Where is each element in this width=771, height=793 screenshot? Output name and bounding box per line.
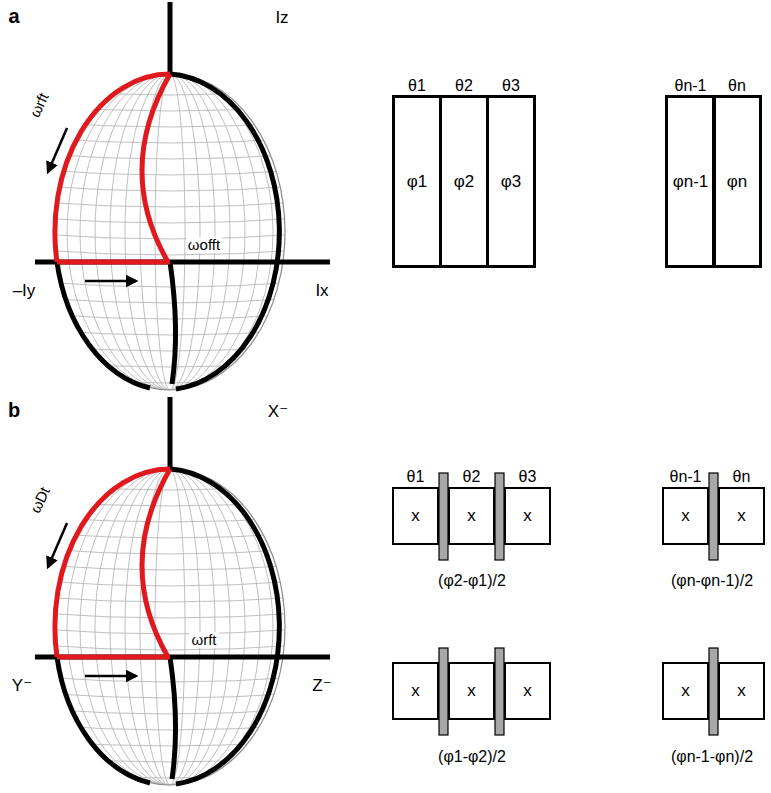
pulse-box: θn-1x bbox=[662, 487, 709, 545]
rotation-label: ωrft bbox=[26, 88, 53, 121]
rotation-label: ωrft bbox=[189, 632, 218, 649]
pulse-phase: φn-1 bbox=[673, 172, 709, 192]
rotation-label: ωofft bbox=[186, 237, 222, 254]
pulse-phase: x bbox=[523, 681, 532, 701]
bloch-sphere bbox=[35, 397, 330, 785]
panel-letter: b bbox=[6, 399, 22, 421]
pulse-box: θ3x bbox=[504, 487, 551, 545]
phase-bar bbox=[439, 473, 448, 560]
pulse-box: x bbox=[448, 662, 495, 720]
pulse-phase: x bbox=[681, 681, 690, 701]
axis-label: X⁻ bbox=[266, 403, 290, 422]
axis-label: Iz bbox=[273, 9, 290, 28]
flip-angle-label: θ1 bbox=[407, 468, 425, 486]
pulse-box: θnx bbox=[718, 487, 765, 545]
pulse-box: θ1x bbox=[392, 487, 439, 545]
flip-angle-label: θn bbox=[728, 77, 746, 95]
phase-label: (φ1-φ2)/2 bbox=[436, 748, 508, 766]
bloch-sphere bbox=[35, 2, 330, 390]
axis-label: Z⁻ bbox=[310, 677, 333, 696]
pulse-phase: x bbox=[467, 506, 476, 526]
phase-label: (φn-φn-1)/2 bbox=[669, 572, 755, 590]
phase-bar bbox=[709, 648, 718, 735]
pulse-box: x bbox=[718, 662, 765, 720]
pulse-phase: x bbox=[681, 506, 690, 526]
pulse-phase: x bbox=[737, 681, 746, 701]
pulse-phase: x bbox=[411, 506, 420, 526]
pulse-phase: x bbox=[523, 506, 532, 526]
phase-bar bbox=[439, 648, 448, 735]
pulse-phase: x bbox=[737, 506, 746, 526]
flip-angle-label: θn-1 bbox=[669, 468, 701, 486]
axis-label: Y⁻ bbox=[10, 677, 34, 696]
phase-bar bbox=[495, 648, 504, 735]
flip-angle-label: θ2 bbox=[463, 468, 481, 486]
pulse-box: θnφn bbox=[712, 95, 762, 268]
phase-label: (φ2-φ1)/2 bbox=[436, 572, 508, 590]
flip-angle-label: θ1 bbox=[408, 77, 426, 95]
pulse-box: x bbox=[662, 662, 709, 720]
pulse-phase: x bbox=[467, 681, 476, 701]
flip-angle-label: θn bbox=[733, 468, 751, 486]
panel-letter: a bbox=[6, 5, 21, 27]
pulse-box: θn-1φn-1 bbox=[665, 95, 716, 268]
pulse-phase: φ1 bbox=[407, 172, 427, 192]
pulse-phase: φ3 bbox=[501, 172, 521, 192]
rotation-label: ωDt bbox=[26, 483, 54, 518]
pulse-box: x bbox=[392, 662, 439, 720]
pulse-box: θ1φ1 bbox=[392, 95, 442, 268]
pulse-phase: φ2 bbox=[454, 172, 474, 192]
phase-bar bbox=[495, 473, 504, 560]
pulse-box: θ2φ2 bbox=[439, 95, 489, 268]
axis-label: –Iy bbox=[11, 282, 38, 301]
pulse-phase: φn bbox=[727, 172, 747, 192]
flip-angle-label: θ2 bbox=[455, 77, 473, 95]
flip-angle-label: θ3 bbox=[519, 468, 537, 486]
pulse-box: θ2x bbox=[448, 487, 495, 545]
pulse-phase: x bbox=[411, 681, 420, 701]
pulse-box: x bbox=[504, 662, 551, 720]
phase-label: (φn-1-φn)/2 bbox=[669, 748, 755, 766]
phase-bar bbox=[709, 473, 718, 560]
pulse-box: θ3φ3 bbox=[486, 95, 536, 268]
flip-angle-label: θ3 bbox=[502, 77, 520, 95]
flip-angle-label: θn-1 bbox=[674, 77, 706, 95]
axis-label: Ix bbox=[313, 282, 330, 301]
